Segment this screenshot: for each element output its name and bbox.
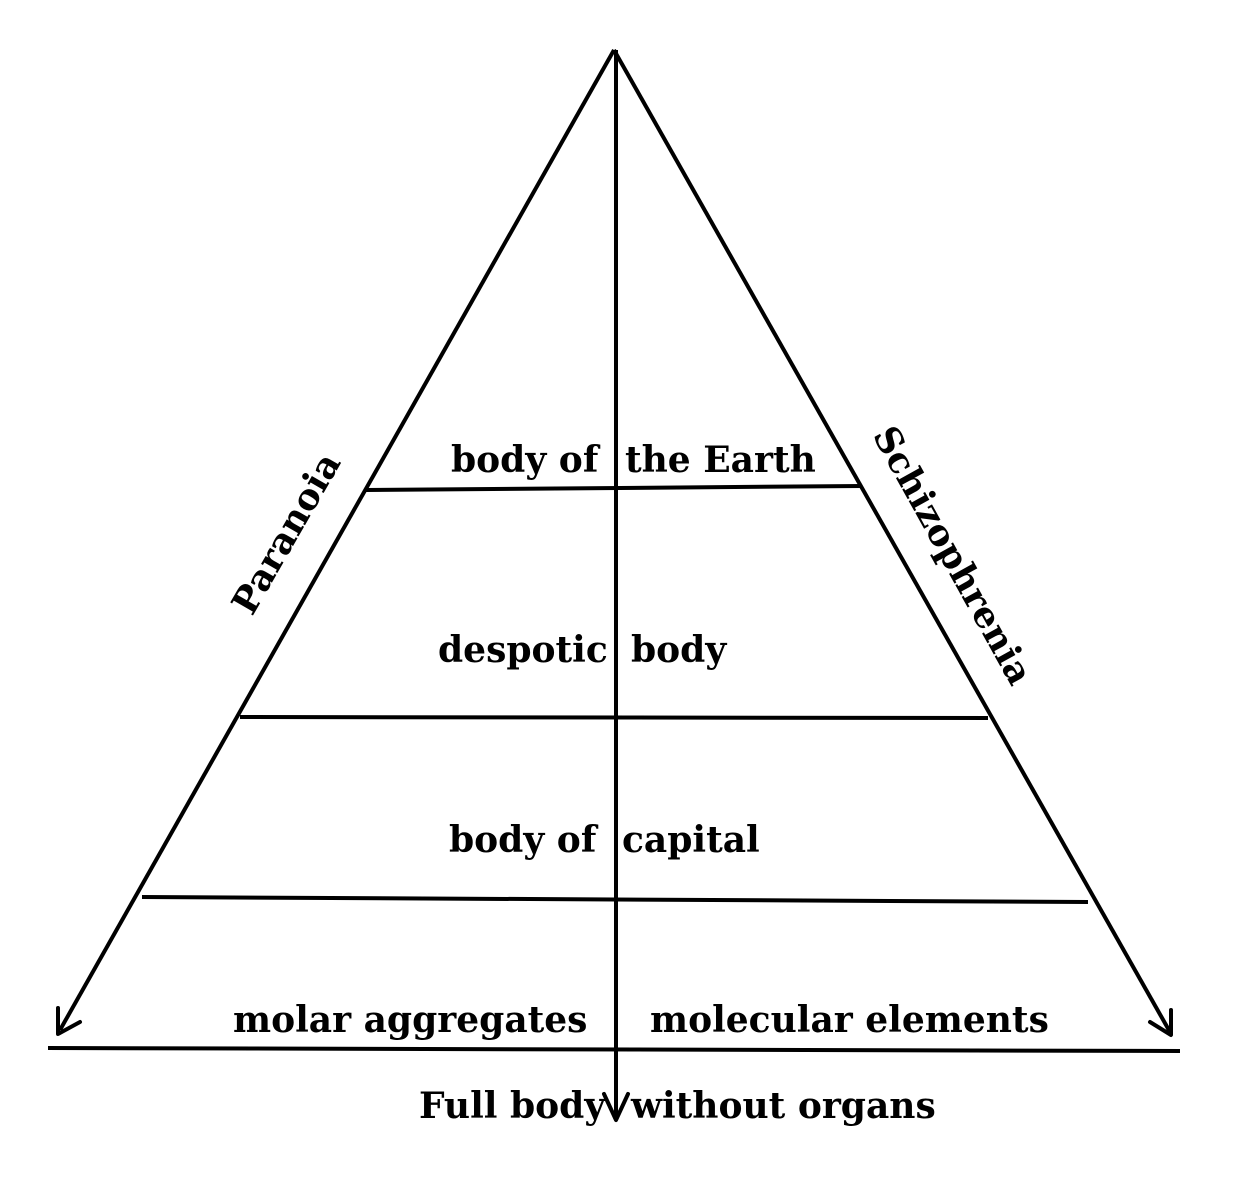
divider-line-3 <box>141 895 1089 904</box>
level-2-right-label: body <box>631 629 727 671</box>
central-axis-arrowhead <box>602 1092 630 1122</box>
left-side-arrowhead <box>56 1006 82 1036</box>
level-1-left-label: body of <box>451 439 601 481</box>
level-4-right-label: molecular elements <box>650 999 1049 1041</box>
base-left-label: Full body <box>419 1085 606 1127</box>
divider-line-1 <box>365 484 863 492</box>
level-3-right-label: capital <box>622 819 760 861</box>
base-line <box>47 1046 1181 1053</box>
level-3-left-label: body of <box>449 819 599 861</box>
level-1-right-label: the Earth <box>625 439 816 481</box>
level-4-left-label: molar aggregates <box>233 999 587 1041</box>
right-side-arrowhead <box>1148 1008 1173 1037</box>
divider-line-2 <box>239 715 989 720</box>
paranoia-side-label: Paranoia <box>223 446 349 622</box>
level-2-left-label: despotic <box>438 629 608 671</box>
left-side-line <box>58 49 616 1031</box>
right-side-line <box>612 49 1172 1033</box>
base-right-label: without organs <box>630 1085 936 1127</box>
